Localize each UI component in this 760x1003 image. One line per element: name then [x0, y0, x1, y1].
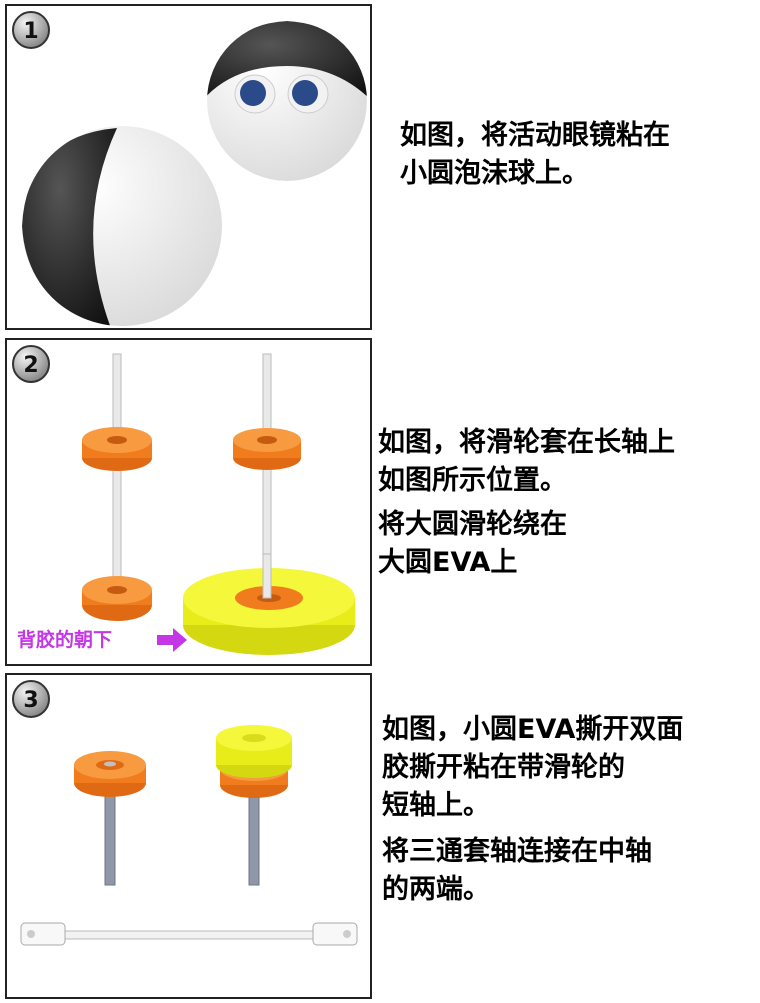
- small-foam-ball: [207, 21, 367, 181]
- arrow-right-icon: [157, 628, 187, 652]
- step-3-line: 如图，小圆EVA撕开双面: [382, 714, 684, 745]
- step-number: 2: [23, 353, 38, 378]
- upper-pulley: [233, 428, 301, 470]
- large-foam-ball: [22, 126, 222, 326]
- upper-pulley: [82, 427, 152, 471]
- step-1-panel: 1: [5, 4, 372, 330]
- pulley-with-small-eva: [216, 725, 292, 798]
- step-number-badge: 2: [11, 344, 51, 384]
- googly-eyes: [234, 74, 329, 114]
- step-3-text: 如图，小圆EVA撕开双面 胶撕开粘在带滑轮的 短轴上。 将三通套轴连接在中轴 的…: [382, 711, 683, 909]
- pulley-axle-illustration: [82, 353, 355, 655]
- step-number-badge: 1: [11, 10, 51, 50]
- lower-pulley: [82, 576, 152, 621]
- step-1-text: 如图，将活动眼镜粘在 小圆泡沫球上。: [400, 117, 670, 193]
- step-3-panel: 3: [5, 673, 372, 999]
- short-axle-illustration: [20, 725, 358, 946]
- step-3-line: 的两端。: [382, 874, 490, 905]
- three-way-connector-axle: [20, 922, 358, 946]
- step-1-line: 小圆泡沫球上。: [400, 158, 589, 189]
- step-2-line: 如图所示位置。: [378, 465, 567, 496]
- foam-balls-illustration: [22, 21, 367, 326]
- adhesive-side-note: 背胶的朝下: [17, 629, 113, 651]
- step-number: 1: [23, 19, 38, 44]
- pulley: [74, 751, 146, 797]
- step-2-line: 将大圆滑轮绕在: [378, 509, 567, 540]
- step-number: 3: [23, 688, 38, 713]
- step-number-badge: 3: [11, 679, 51, 719]
- step-2-panel: 2 背胶的朝下: [5, 338, 372, 666]
- step-2-line: 如图，将滑轮套在长轴上: [378, 427, 675, 458]
- step-1-line: 如图，将活动眼镜粘在: [400, 120, 670, 151]
- large-eva-disk: [183, 553, 355, 655]
- step-3-line: 胶撕开粘在带滑轮的: [382, 752, 625, 783]
- step-3-line: 将三通套轴连接在中轴: [382, 836, 652, 867]
- step-3-line: 短轴上。: [382, 790, 490, 821]
- step-2-text: 如图，将滑轮套在长轴上 如图所示位置。 将大圆滑轮绕在 大圆EVA上: [378, 424, 675, 582]
- step-2-line: 大圆EVA上: [378, 547, 518, 578]
